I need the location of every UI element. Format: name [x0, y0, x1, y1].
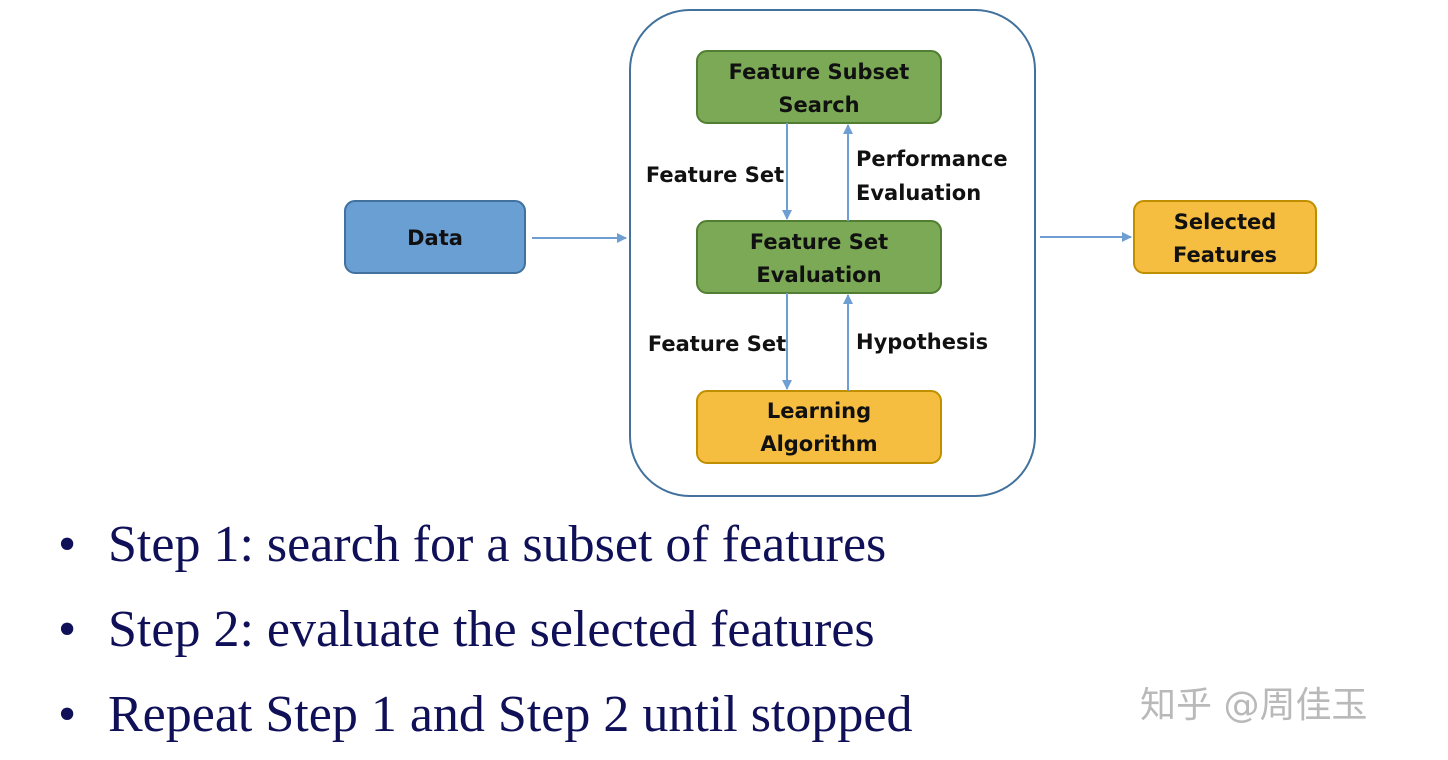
- selected-features-label-line2: Features: [1173, 243, 1277, 267]
- selected-features-node: Selected Features: [1133, 200, 1317, 274]
- learning-algorithm-node: Learning Algorithm: [696, 390, 942, 464]
- bullet-icon: •: [58, 516, 77, 573]
- feature-selection-diagram: Data Feature Subset Search Feature Set E…: [344, 9, 1317, 497]
- feature-subset-search-box: [696, 50, 942, 124]
- feature-set-evaluation-label-line1: Feature Set: [750, 230, 888, 254]
- feature-set-evaluation-node: Feature Set Evaluation: [696, 220, 942, 294]
- learning-algorithm-box: [696, 390, 942, 464]
- feature-set-evaluation-box: [696, 220, 942, 294]
- edge-label-hypothesis: Hypothesis: [856, 330, 988, 354]
- data-node: Data: [344, 200, 526, 274]
- step-text: Step 1: search for a subset of features: [108, 516, 887, 573]
- edge-label-performance: Performance: [856, 147, 1008, 171]
- selected-features-box: [1133, 200, 1317, 274]
- data-node-label: Data: [407, 226, 463, 250]
- learning-algorithm-label-line1: Learning: [767, 399, 871, 423]
- edge-label-feature-set-lower: Feature Set: [648, 332, 786, 356]
- step-item: • Repeat Step 1 and Step 2 until stopped: [58, 675, 912, 760]
- step-text: Step 2: evaluate the selected features: [108, 601, 875, 658]
- feature-subset-search-label-line2: Search: [778, 93, 859, 117]
- selected-features-label-line1: Selected: [1174, 210, 1277, 234]
- feature-subset-search-node: Feature Subset Search: [696, 50, 942, 124]
- step-item: • Step 2: evaluate the selected features: [58, 590, 912, 675]
- learning-algorithm-label-line2: Algorithm: [760, 432, 877, 456]
- feature-subset-search-label-line1: Feature Subset: [729, 60, 910, 84]
- watermark: 知乎 @周佳玉: [1140, 685, 1368, 726]
- feature-set-evaluation-label-line2: Evaluation: [756, 263, 881, 287]
- step-item: • Step 1: search for a subset of features: [58, 505, 912, 590]
- edge-label-evaluation: Evaluation: [856, 181, 981, 205]
- data-node-box: [344, 200, 526, 274]
- step-list: • Step 1: search for a subset of features…: [58, 505, 912, 760]
- step-text: Repeat Step 1 and Step 2 until stopped: [108, 686, 913, 743]
- bullet-icon: •: [58, 686, 77, 743]
- edge-label-feature-set-upper: Feature Set: [646, 163, 784, 187]
- bullet-icon: •: [58, 601, 77, 658]
